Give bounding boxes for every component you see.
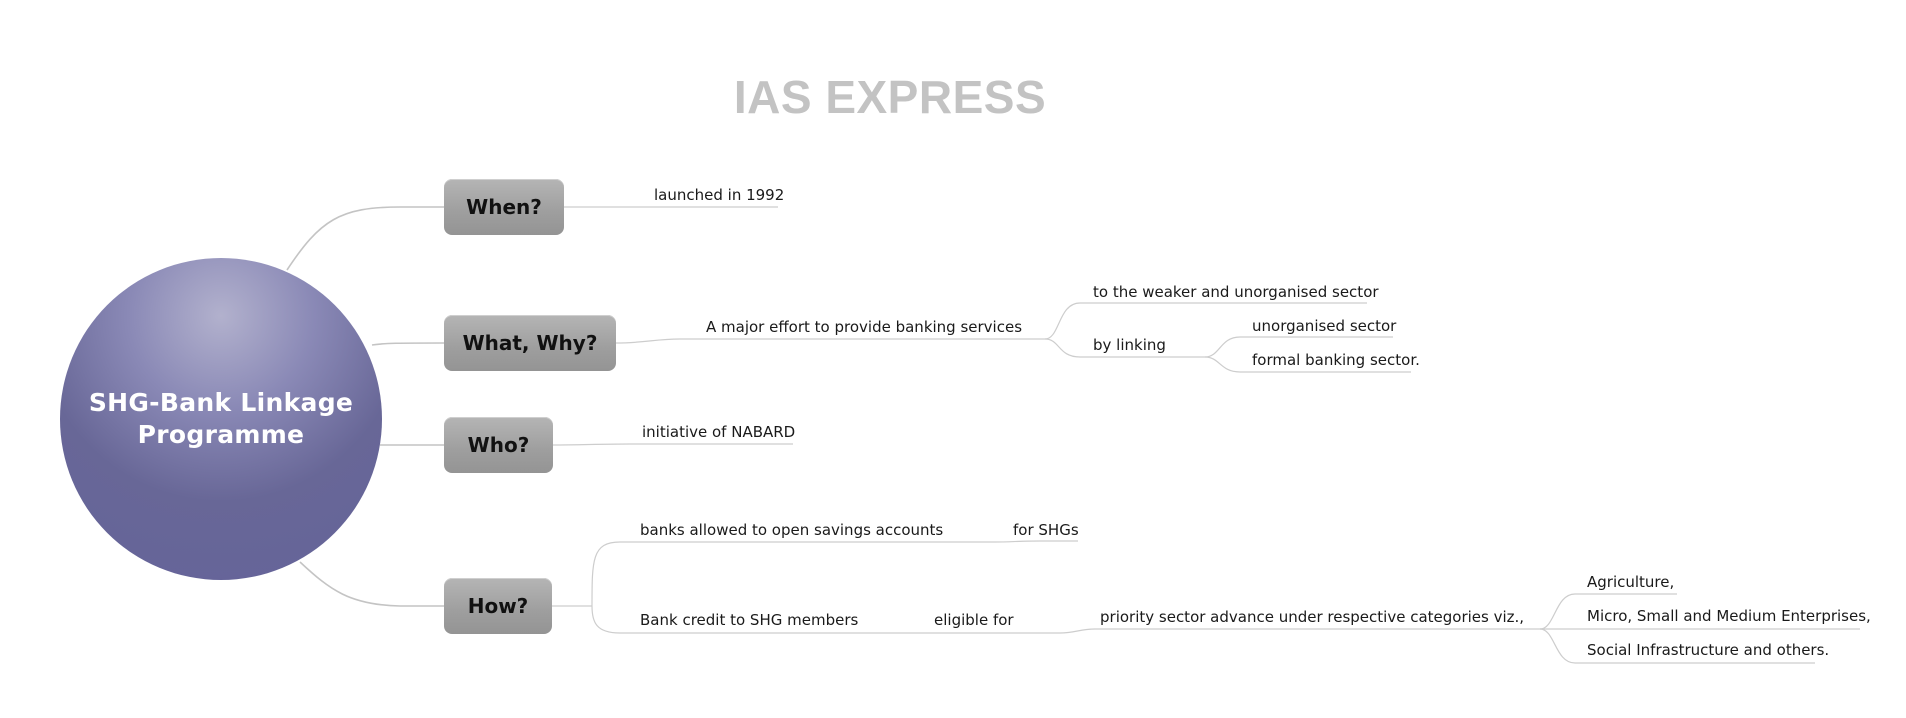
center-node-line2: Programme (137, 420, 305, 449)
node-how[interactable]: How? (444, 578, 552, 634)
line-nabard (552, 443, 793, 446)
line-social (1539, 628, 1815, 664)
node-when[interactable]: When? (444, 179, 564, 235)
branch-how (299, 561, 444, 607)
label-msme: Micro, Small and Medium Enterprises, (1587, 607, 1871, 625)
label-social-infra: Social Infrastructure and others. (1587, 641, 1830, 659)
line-weaker (1044, 302, 1367, 340)
line-formal (1204, 356, 1411, 373)
node-what-why[interactable]: What, Why? (444, 315, 616, 371)
line-agriculture (1539, 593, 1677, 630)
line-bank-credit (591, 605, 920, 634)
line-major-effort (615, 338, 1045, 344)
label-formal-banking: formal banking sector. (1252, 351, 1420, 369)
label-bank-credit: Bank credit to SHG members (640, 611, 859, 629)
label-weaker-sector: to the weaker and unorganised sector (1093, 283, 1379, 301)
label-unorganised-sector: unorganised sector (1252, 317, 1397, 335)
line-for-shgs (994, 540, 1078, 543)
page-title: IAS EXPRESS (733, 71, 1047, 123)
branch-when (286, 206, 444, 271)
label-agriculture: Agriculture, (1587, 573, 1675, 591)
line-priority (1059, 628, 1540, 634)
label-launched: launched in 1992 (654, 186, 785, 204)
label-nabard: initiative of NABARD (642, 423, 796, 441)
label-major-effort: A major effort to provide banking servic… (706, 318, 1023, 336)
branch-what-why (371, 342, 445, 346)
node-who[interactable]: Who? (444, 417, 553, 473)
label-priority-sector: priority sector advance under respective… (1100, 608, 1525, 626)
center-node-line1: SHG-Bank Linkage (88, 388, 354, 417)
label-eligible-for: eligible for (934, 611, 1014, 629)
line-savings-upper (591, 541, 995, 607)
label-by-linking: by linking (1093, 336, 1166, 354)
line-unorganised (1204, 336, 1393, 358)
label-savings-accounts: banks allowed to open savings accounts (640, 521, 944, 539)
center-node[interactable]: SHG-Bank Linkage Programme (60, 258, 382, 580)
line-by-linking (1044, 338, 1205, 358)
label-for-shgs: for SHGs (1013, 521, 1079, 539)
